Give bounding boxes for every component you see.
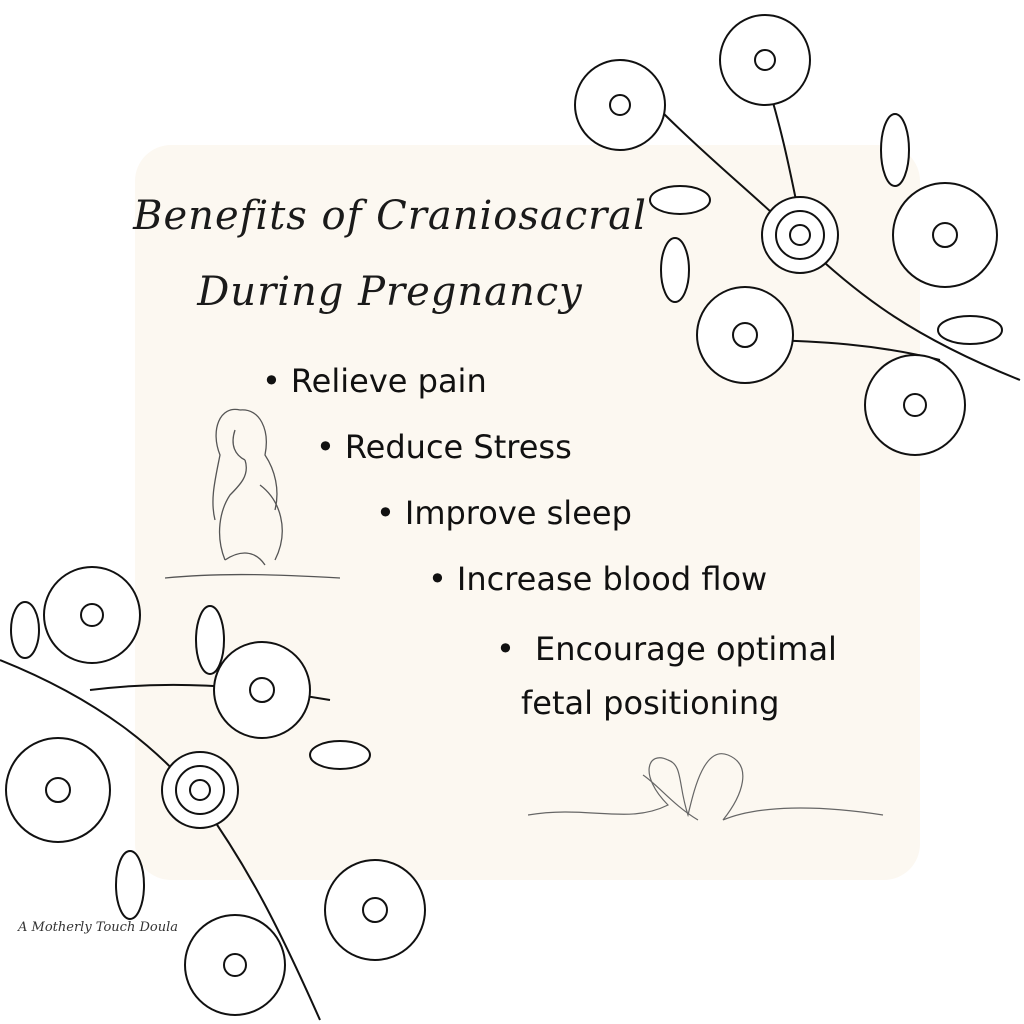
title-line-1: Benefits of Craniosacral <box>133 193 647 239</box>
flower <box>864 354 966 456</box>
signature-watermark: A Motherly Touch Doula <box>18 920 178 935</box>
floral-illustration-bottom-left <box>0 566 426 1021</box>
benefit-item: Reduce Stress <box>316 428 572 466</box>
flower <box>184 914 286 1016</box>
title-line-2: During Pregnancy <box>197 269 583 315</box>
flower <box>574 59 666 151</box>
benefit-item: Encourage optimal fetal positioning <box>496 622 837 730</box>
flower <box>43 566 141 664</box>
benefit-item: Improve sleep <box>376 494 632 532</box>
hearts-doodle <box>528 753 884 821</box>
flower <box>5 737 111 843</box>
flower <box>719 14 811 106</box>
benefit-line-1: Encourage optimal <box>535 630 837 668</box>
benefit-item: Relieve pain <box>262 362 487 400</box>
flower <box>161 751 239 829</box>
flower <box>696 286 794 384</box>
page-title: Benefits of Craniosacral During Pregnanc… <box>130 178 650 330</box>
benefit-item: Increase blood flow <box>428 560 767 598</box>
flower <box>761 196 839 274</box>
flower <box>892 182 998 288</box>
pregnant-woman-illustration <box>165 408 341 579</box>
floral-illustration-top-right <box>574 14 1021 456</box>
flower <box>324 859 426 961</box>
flower <box>213 641 311 739</box>
benefit-line-2: fetal positioning <box>521 684 780 722</box>
